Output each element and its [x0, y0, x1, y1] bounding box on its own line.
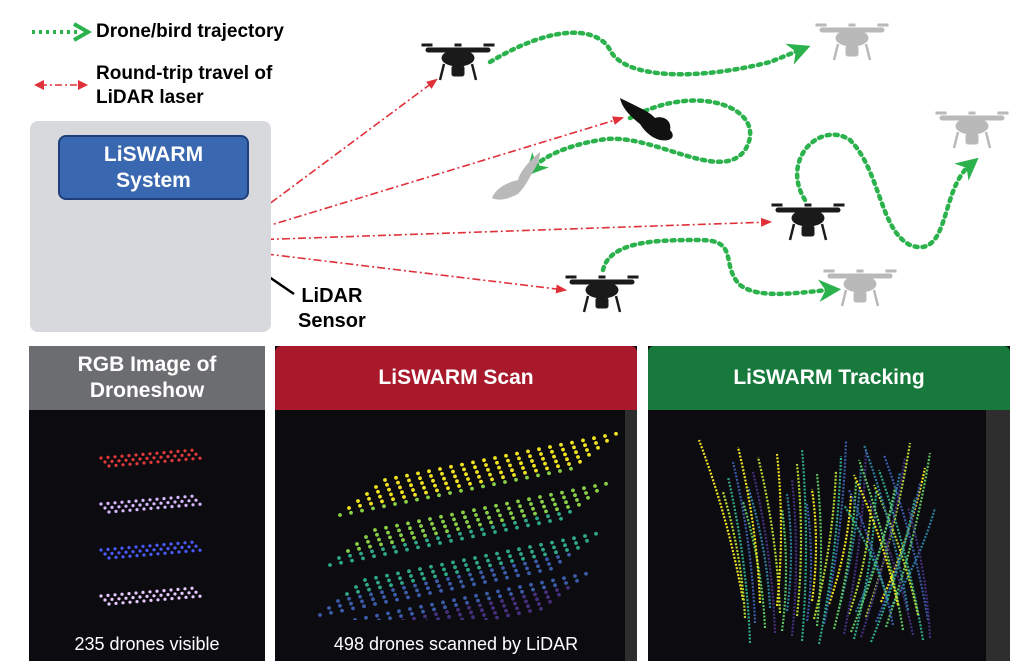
bird-icon-faded	[492, 152, 540, 200]
lidar-sensor-label: LiDAR Sensor	[298, 285, 366, 332]
panel-liswarm-scan: LiSWARM Scan 498 drones scanned by LiDAR	[275, 346, 637, 661]
drone-trajectories	[487, 30, 979, 302]
panel-caption: 235 drones visible	[74, 634, 220, 654]
legend-trajectory-label: Drone/bird trajectory	[96, 21, 284, 42]
panel-caption: 498 drones scanned by LiDAR	[333, 634, 579, 654]
panel-title: LiSWARM Tracking	[648, 346, 1010, 410]
lidar-scan-image	[318, 431, 618, 620]
rgb-droneshow-image	[99, 448, 202, 606]
drone-icon-faded	[814, 22, 890, 62]
drone-icon	[420, 42, 496, 82]
scrollbar	[625, 410, 637, 661]
panel-title: RGB Image of Droneshow	[29, 346, 265, 410]
drone-icon-faded	[822, 268, 898, 308]
legend-trajectory-arrow	[32, 22, 93, 42]
laser-beams	[243, 78, 773, 294]
system-title: LiSWARM System	[58, 135, 249, 200]
bird-icon	[620, 98, 673, 141]
drone-icon-faded	[934, 110, 1010, 150]
drone-icon	[564, 274, 640, 314]
panel-rgb-image: RGB Image of Droneshow 235 drones visibl…	[29, 346, 265, 661]
scrollbar	[986, 410, 1010, 661]
panel-title: LiSWARM Scan	[275, 346, 637, 410]
legend-laser-arrow	[34, 80, 88, 90]
tracking-image	[697, 439, 937, 645]
drone-icon	[770, 202, 846, 242]
legend-laser-label: Round-trip travel of LiDAR laser	[96, 63, 273, 108]
panel-liswarm-tracking: LiSWARM Tracking	[648, 346, 1010, 661]
